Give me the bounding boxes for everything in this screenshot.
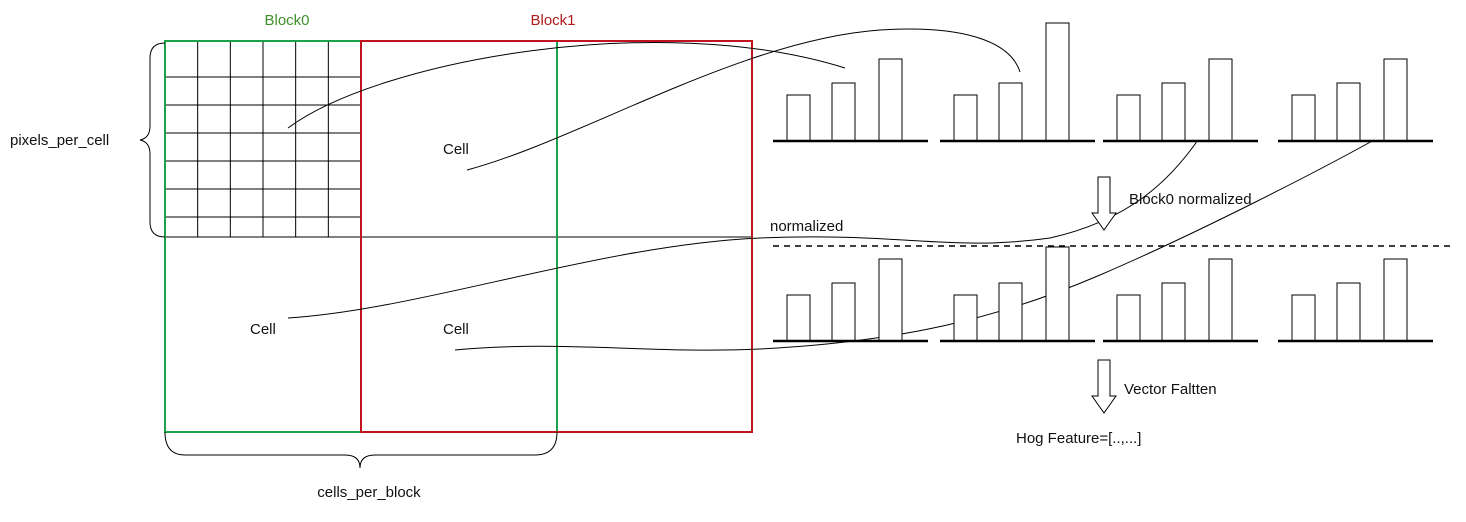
histogram-bar [998,82,1023,142]
histogram-bar [1161,282,1186,342]
bottom-histogram-3 [1103,258,1258,343]
histogram-bar [878,258,903,342]
histogram-bar [1208,258,1233,342]
vector-flatten-label: Vector Faltten [1124,381,1217,398]
histogram-bar [1336,82,1361,142]
block0-normalized-label: Block0 normalized [1129,191,1252,208]
top-histogram-2 [940,22,1095,143]
histogram-bar [1291,94,1316,142]
histogram-bar [1291,294,1316,342]
hog-feature-label: Hog Feature=[..,...] [1016,430,1141,447]
histogram-bar [953,294,978,342]
histogram-bar [831,82,856,142]
normalized-label: normalized [770,218,843,235]
histogram-bar [831,282,856,342]
bottom-histogram-2 [940,246,1095,343]
connector-grid-to-hist1 [287,42,846,129]
down-arrow-flatten-icon [1091,359,1117,414]
cells-per-block-label: cells_per_block [317,484,421,501]
histogram-bar [786,294,811,342]
connector-cell-to-hist4 [454,139,1375,351]
connector-cell-to-hist2 [466,28,1021,171]
pixel-grid [165,41,361,237]
histogram-bar [1116,94,1141,142]
top-histogram-3 [1103,58,1258,143]
histogram-bar [998,282,1023,342]
histogram-bar [1045,22,1070,142]
histogram-bar [878,58,903,142]
bottom-histogram-4 [1278,258,1433,343]
histogram-bar [1208,58,1233,142]
histogram-bar [1383,258,1408,342]
histogram-bar [953,94,978,142]
histogram-bar [786,94,811,142]
histogram-bar [1161,82,1186,142]
down-arrow-normalize-icon [1091,176,1117,231]
histogram-bar [1045,246,1070,342]
cell-label-top-right: Cell [443,141,469,158]
cell-label-bottom-right: Cell [443,321,469,338]
histogram-bar [1336,282,1361,342]
histogram-bar [1116,294,1141,342]
connector-cell-to-hist3 [287,139,1199,319]
block0-label: Block0 [264,12,309,29]
histograms [773,22,1433,343]
bottom-histogram-1 [773,258,928,343]
pixels-per-cell-brace [139,42,166,238]
histogram-bar [1383,58,1408,142]
top-histogram-1 [773,58,928,143]
cells-per-block-brace [164,431,558,469]
top-histogram-4 [1278,58,1433,143]
block1-label: Block1 [530,12,575,29]
cell-label-bottom-left: Cell [250,321,276,338]
pixels-per-cell-label: pixels_per_cell [10,132,109,149]
